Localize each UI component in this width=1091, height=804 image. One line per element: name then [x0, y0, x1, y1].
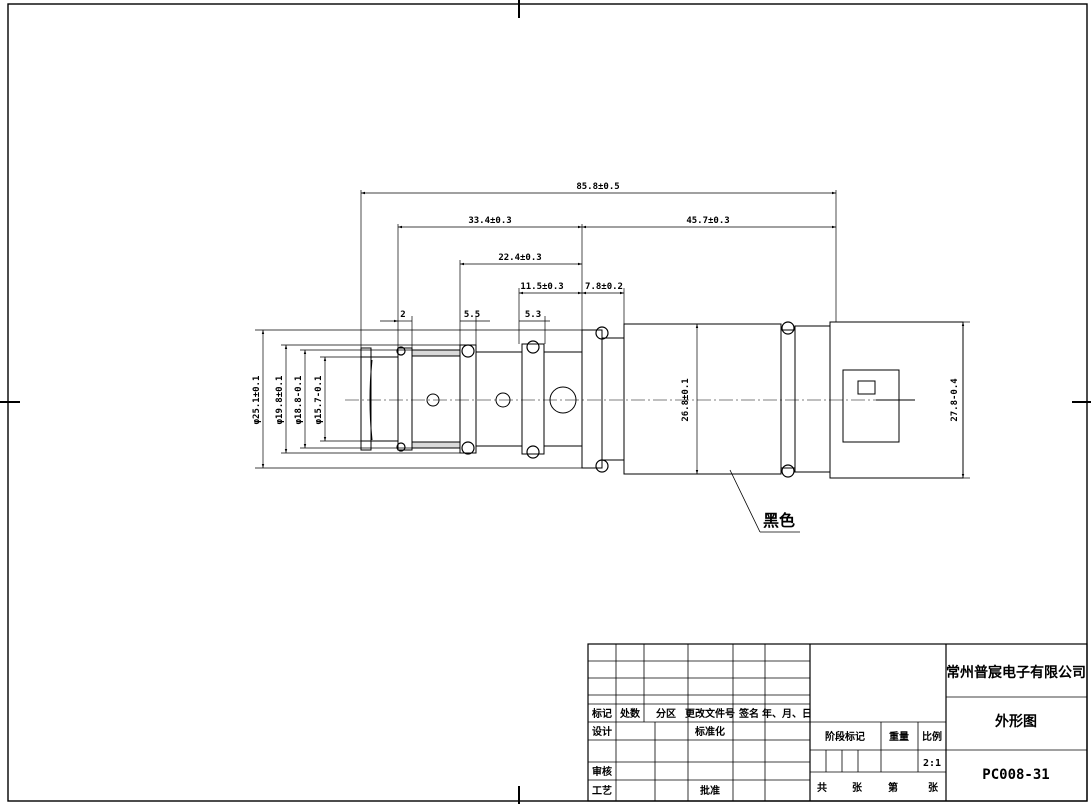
dim-dia-18: φ18.8-0.1: [294, 376, 304, 425]
svg-text:第: 第: [888, 781, 898, 794]
svg-text:共: 共: [817, 781, 827, 794]
dim-11: 11.5±0.3: [520, 282, 563, 292]
dim-dia-26: 26.8±0.1: [681, 378, 691, 421]
part-outline: [360, 321, 964, 479]
dim-22: 22.4±0.3: [498, 253, 541, 263]
svg-text:审核: 审核: [592, 765, 612, 778]
dim-groove-55: 5.5: [464, 310, 480, 320]
svg-text:重量: 重量: [889, 730, 909, 743]
color-note-leader: 黑色: [729, 469, 800, 533]
horizontal-dimensions: [360, 190, 837, 352]
svg-text:工艺: 工艺: [592, 784, 612, 797]
title-block-text: 标记 处数 分区 更改文件号 签名 年、月、日 设计 标准化 审核 工艺 批准 …: [591, 664, 1086, 797]
dim-overall: 85.8±0.5: [576, 182, 619, 192]
svg-text:处数: 处数: [619, 707, 641, 720]
drawing-title: 外形图: [995, 713, 1037, 730]
svg-text:分区: 分区: [656, 707, 676, 720]
dim-dia-19: φ19.8±0.1: [275, 376, 285, 425]
svg-text:阶段标记: 阶段标记: [825, 730, 865, 743]
dim-33: 33.4±0.3: [468, 216, 511, 226]
dim-dia-15: φ15.7-0.1: [314, 376, 324, 425]
dim-dia-25: φ25.1±0.1: [252, 376, 262, 425]
dim-45: 45.7±0.3: [686, 216, 729, 226]
dim-groove-2: 2: [400, 310, 405, 320]
svg-text:更改文件号: 更改文件号: [685, 707, 735, 720]
svg-text:设计: 设计: [592, 725, 612, 738]
svg-text:比例: 比例: [922, 730, 942, 743]
company-name: 常州普宸电子有限公司: [946, 664, 1086, 681]
title-block: [587, 643, 1088, 802]
dim-groove-53: 5.3: [525, 310, 541, 320]
dim-dia-27: 27.8-0.4: [950, 378, 960, 422]
svg-text:标记: 标记: [591, 707, 612, 720]
svg-text:张: 张: [852, 781, 863, 794]
svg-text:批准: 批准: [700, 784, 720, 797]
dimension-labels: 85.8±0.5 33.4±0.3 45.7±0.3 22.4±0.3 11.5…: [252, 182, 960, 424]
scale-value: 2:1: [923, 758, 941, 769]
svg-text:签名: 签名: [738, 707, 759, 720]
vertical-dimensions: [255, 321, 970, 479]
svg-text:年、月、日: 年、月、日: [762, 707, 812, 720]
drawing-number: PC008-31: [982, 767, 1049, 783]
svg-text:张: 张: [928, 781, 939, 794]
o-rings: [396, 321, 795, 478]
dim-7: 7.8±0.2: [585, 282, 623, 292]
color-note: 黑色: [763, 511, 795, 530]
svg-text:标准化: 标准化: [694, 725, 725, 738]
